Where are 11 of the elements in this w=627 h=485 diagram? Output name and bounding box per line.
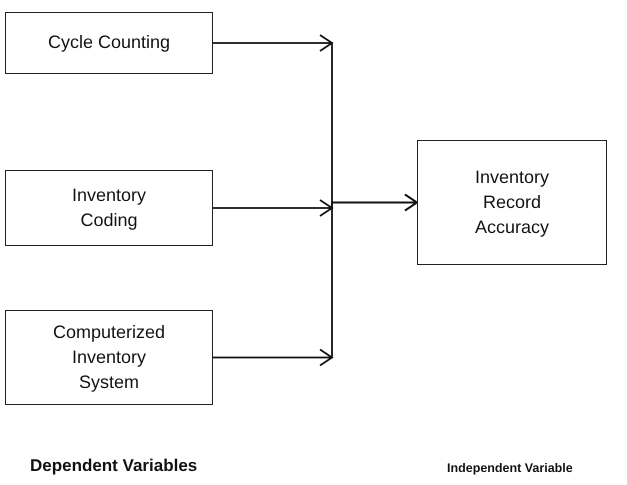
arrow (212, 194, 418, 366)
variable-box (5, 310, 213, 405)
box-label: Inventory Coding (70, 184, 148, 232)
box-label: Cycle Counting (48, 31, 170, 54)
variable-box (5, 170, 213, 246)
box-label: Computerized Inventory System (52, 320, 166, 394)
box-label: Inventory Record Accuracy (474, 166, 550, 240)
variable-box (417, 140, 607, 265)
variable-box (5, 12, 213, 74)
group-heading: Dependent Variables (30, 456, 198, 476)
group-heading: Independent Variable (447, 461, 573, 475)
